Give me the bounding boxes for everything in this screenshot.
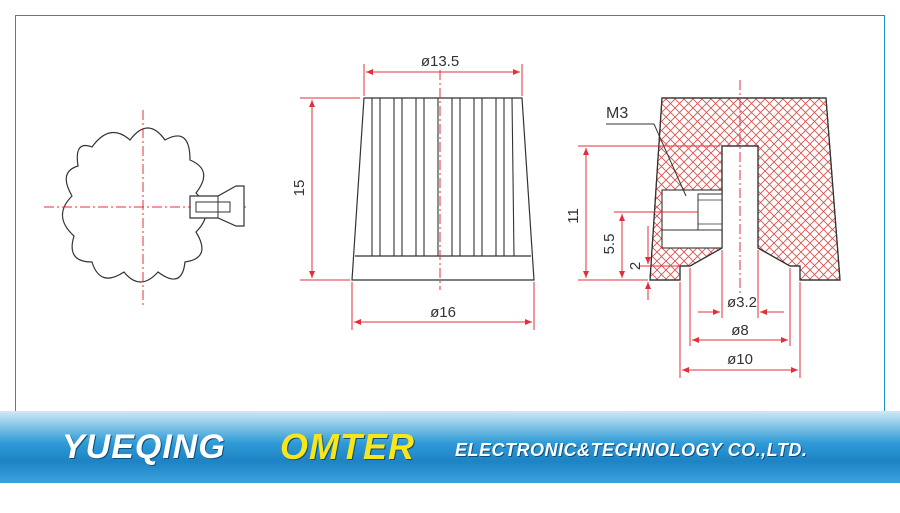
company-brand: OMTER (280, 426, 415, 467)
dim-screw-height: 5.5 (601, 234, 618, 255)
dim-thread: M3 (606, 105, 628, 122)
company-name-first: YUEQING (62, 428, 226, 466)
dim-height: 15 (291, 180, 308, 197)
dim-bore: ø3.2 (727, 294, 757, 311)
dim-top-diameter: ø13.5 (421, 53, 459, 70)
dim-base-step: 2 (627, 262, 644, 270)
section-view: M3 11 5.5 2 ø3.2 (565, 80, 841, 378)
company-banner (0, 411, 900, 483)
dim-depth: 11 (565, 208, 582, 224)
set-screw-side (189, 185, 245, 227)
knob-ribs (371, 97, 515, 257)
company-name-rest: ELECTRONIC&TECHNOLOGY CO.,LTD. (455, 440, 808, 460)
dim-recess-outer: ø10 (727, 351, 753, 368)
set-screw-slot (195, 201, 231, 213)
dim-recess-inner: ø8 (731, 322, 749, 339)
front-view: ø13.5 15 ø16 (291, 53, 535, 330)
knob-body-outline (351, 97, 535, 281)
dim-base-diameter: ø16 (430, 304, 456, 321)
section-hatched-body (649, 97, 841, 281)
top-view (44, 110, 246, 305)
knob-outline (61, 127, 207, 283)
